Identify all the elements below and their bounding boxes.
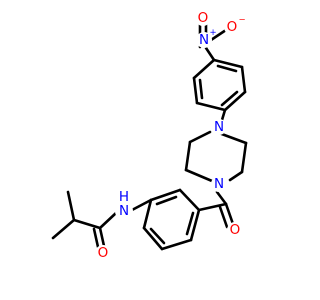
- bond-ring1-f: [192, 58, 216, 80]
- atom-amide-nh: N H: [115, 189, 133, 220]
- bond-ring2-b: [149, 188, 182, 202]
- bond-ring2-double-1: [155, 195, 178, 206]
- charge-label: −: [238, 15, 245, 25]
- bond-pip-d: [184, 168, 214, 183]
- bond-ring2-double-2: [149, 227, 166, 245]
- atom-label: N: [214, 176, 224, 192]
- atom-label: O: [198, 10, 209, 26]
- bond-ring1-b: [240, 65, 247, 94]
- molecule-diagram: N + O O − N N O N H O: [51, 10, 248, 261]
- atom-label: N: [214, 119, 224, 135]
- charge-label: +: [209, 28, 216, 38]
- bond-ring1-double-2: [220, 90, 239, 107]
- atom-label: O: [98, 245, 109, 261]
- bond-ring1-e: [192, 76, 199, 105]
- atom-nitro-n: N +: [196, 28, 217, 48]
- bond-nitro-n-o-right: [209, 28, 228, 42]
- atom-label: N: [199, 32, 209, 48]
- atom-label: N: [119, 203, 129, 219]
- atom-label: O: [227, 19, 238, 35]
- atom-labels: N + O O − N N O N H O: [95, 10, 246, 261]
- bond-ring2-c: [142, 198, 153, 230]
- atom-nitro-o-left: O: [195, 10, 211, 26]
- bond-pip-f: [188, 130, 212, 144]
- bond-ring1-d: [195, 101, 227, 112]
- bond-ch-me2: [51, 218, 76, 240]
- atom-piperazine-n-bottom: N: [211, 176, 227, 192]
- structure-svg: N + O O − N N O N H O: [51, 10, 248, 261]
- bond-ring2-e: [160, 238, 193, 251]
- atom-carbonyl-o: O: [227, 222, 243, 238]
- bond-pip-a: [217, 131, 248, 145]
- bond-ring2-d: [142, 226, 164, 251]
- atom-piperazine-n-top: N: [211, 119, 227, 135]
- bond-carbonyl-ring2: [197, 202, 228, 212]
- bond-ring1-c: [223, 90, 247, 112]
- bond-pip-carbonyl: [215, 190, 228, 206]
- bond-pip-b: [240, 141, 248, 174]
- bond-nh-c: [98, 211, 118, 230]
- atom-label: O: [230, 222, 241, 238]
- bond-carbonyl-o-double: [218, 205, 229, 229]
- bond-carbonyl-o: [224, 202, 235, 226]
- atom-label-h: H: [119, 189, 129, 205]
- bond-c-ch: [72, 218, 102, 230]
- bond-ring1-double-1: [216, 64, 238, 73]
- bond-pip-c: [228, 170, 244, 182]
- bond-pip-e: [184, 140, 192, 172]
- bond-nitro-n-ring: [204, 46, 216, 62]
- atom-amide-o: O: [95, 245, 111, 261]
- bond-ring1-piperazine: [220, 108, 227, 122]
- bond-ring1-double-3: [198, 78, 204, 100]
- bond-ring2-f: [189, 208, 201, 242]
- bond-c-o: [98, 226, 106, 248]
- bonds: [51, 20, 248, 251]
- atom-nitro-o-right: O −: [224, 15, 246, 35]
- bond-c-o-double: [92, 227, 100, 249]
- bond-ring2-a: [178, 188, 201, 212]
- bond-ring2-double-3: [185, 211, 195, 236]
- bond-ch-me1: [66, 190, 76, 222]
- bond-ring1-a: [212, 58, 244, 69]
- bond-ring2-nh: [130, 198, 153, 212]
